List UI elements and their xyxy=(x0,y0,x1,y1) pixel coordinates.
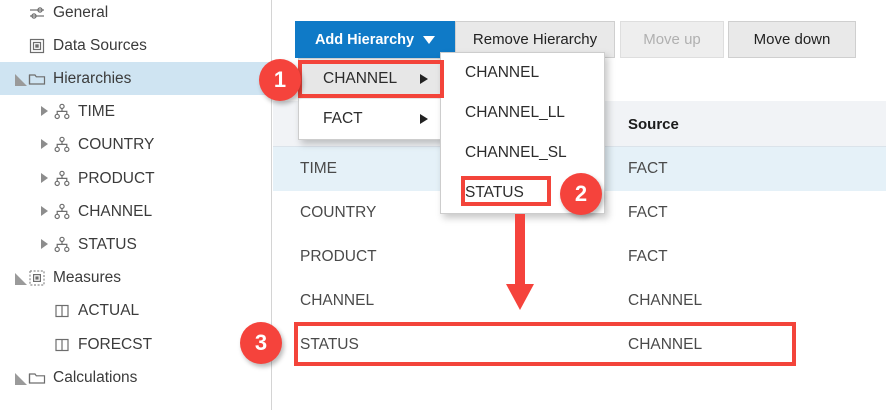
sidebar-item-label: STATUS xyxy=(78,235,137,253)
sidebar-item-general[interactable]: General xyxy=(0,0,271,29)
sidebar-item-label: ACTUAL xyxy=(78,302,140,320)
column-header-source[interactable]: Source xyxy=(628,115,679,133)
cell-name: CHANNEL xyxy=(300,292,375,309)
cell-name: STATUS xyxy=(300,336,359,353)
cell-source: CHANNEL xyxy=(628,292,703,309)
hierarchy-icon xyxy=(53,236,71,254)
expand-triangle-icon[interactable] xyxy=(39,172,53,186)
submenu-item-label: CHANNEL_LL xyxy=(465,104,565,121)
hierarchy-icon xyxy=(53,136,71,154)
sidebar-item-product[interactable]: PRODUCT xyxy=(0,162,271,195)
table-row[interactable]: CHANNEL CHANNEL xyxy=(273,279,886,323)
sidebar-item-status[interactable]: STATUS xyxy=(0,228,271,261)
table-row[interactable]: COUNTRY FACT xyxy=(273,191,886,235)
hierarchy-icon xyxy=(53,103,71,121)
cell-source: FACT xyxy=(628,160,668,177)
collapse-triangle-icon[interactable] xyxy=(14,72,28,86)
sidebar-item-country[interactable]: COUNTRY xyxy=(0,129,271,162)
sidebar-item-label: Measures xyxy=(53,269,122,287)
expander-spacer xyxy=(14,6,28,20)
menu-item-channel[interactable]: CHANNEL xyxy=(299,59,444,99)
submenu-item-status[interactable]: STATUS xyxy=(441,173,604,213)
submenu-arrow-icon xyxy=(420,114,428,124)
folder-icon xyxy=(28,369,46,387)
cell-source: FACT xyxy=(628,204,668,221)
sliders-icon xyxy=(28,4,46,22)
remove-hierarchy-label: Remove Hierarchy xyxy=(472,31,598,48)
sidebar-item-measures[interactable]: Measures xyxy=(0,262,271,295)
expander-spacer xyxy=(14,39,28,53)
submenu-item-channel_sl[interactable]: CHANNEL_SL xyxy=(441,133,604,173)
move-up-button[interactable]: Move up xyxy=(620,21,724,58)
sidebar-item-label: TIME xyxy=(78,103,116,121)
sidebar-item-label: Calculations xyxy=(53,368,138,386)
annotation-badge-3: 3 xyxy=(240,322,282,364)
collapse-triangle-icon[interactable] xyxy=(14,371,28,385)
cell-name: COUNTRY xyxy=(300,204,377,221)
expand-triangle-icon[interactable] xyxy=(39,238,53,252)
sidebar-item-hierarchies[interactable]: Hierarchies xyxy=(0,62,271,96)
move-up-label: Move up xyxy=(643,31,701,48)
sidebar-item-time[interactable]: TIME xyxy=(0,96,271,129)
datasource-icon xyxy=(28,37,46,55)
expand-triangle-icon[interactable] xyxy=(39,138,53,152)
sidebar-item-label: General xyxy=(53,3,109,21)
folder-icon xyxy=(28,70,46,88)
move-down-label: Move down xyxy=(753,31,831,48)
table-row[interactable]: PRODUCT FACT xyxy=(273,235,886,279)
cell-name: TIME xyxy=(300,160,338,177)
cell-source: CHANNEL xyxy=(628,336,703,353)
move-down-button[interactable]: Move down xyxy=(728,21,856,58)
cell-source: FACT xyxy=(628,248,668,265)
hierarchies-toolbar: Add Hierarchy Remove Hierarchy Move up M… xyxy=(273,0,886,58)
hierarchy-icon xyxy=(53,170,71,188)
menu-item-fact[interactable]: FACT xyxy=(299,99,444,139)
chevron-down-icon xyxy=(423,35,436,44)
annotation-badge-1: 1 xyxy=(259,59,301,101)
expander-spacer xyxy=(39,304,53,318)
sidebar-item-actual[interactable]: ACTUAL xyxy=(0,295,271,328)
menu-item-label: CHANNEL xyxy=(323,70,398,87)
add-hierarchy-button[interactable]: Add Hierarchy xyxy=(295,21,455,58)
submenu-item-label: CHANNEL xyxy=(465,64,540,81)
sidebar-item-channel[interactable]: CHANNEL xyxy=(0,195,271,228)
sidebar-item-calculations[interactable]: Calculations xyxy=(0,361,271,394)
sidebar-item-label: COUNTRY xyxy=(78,136,155,154)
sidebar-item-data-sources[interactable]: Data Sources xyxy=(0,29,271,62)
sidebar-item-forecst[interactable]: FORECST xyxy=(0,328,271,361)
expand-triangle-icon[interactable] xyxy=(39,205,53,219)
sidebar-item-label: Hierarchies xyxy=(53,69,132,87)
sidebar-item-label: PRODUCT xyxy=(78,169,155,187)
submenu-arrow-icon xyxy=(420,74,428,84)
submenu-item-label: CHANNEL_SL xyxy=(465,144,567,161)
sidebar-item-label: Data Sources xyxy=(53,36,147,54)
sidebar-item-label: FORECST xyxy=(78,335,153,353)
expander-spacer xyxy=(39,338,53,352)
measure-icon xyxy=(53,336,71,354)
hierarchy-icon xyxy=(53,203,71,221)
measure-icon xyxy=(53,302,71,320)
annotation-badge-2: 2 xyxy=(560,173,602,215)
collapse-triangle-icon[interactable] xyxy=(14,271,28,286)
table-row[interactable]: STATUS CHANNEL xyxy=(273,323,886,367)
cell-name: PRODUCT xyxy=(300,248,377,265)
remove-hierarchy-button[interactable]: Remove Hierarchy xyxy=(455,21,615,58)
sidebar-item-label: CHANNEL xyxy=(78,202,153,220)
add-hierarchy-label: Add Hierarchy xyxy=(314,31,415,48)
submenu-item-channel_ll[interactable]: CHANNEL_LL xyxy=(441,93,604,133)
menu-item-label: FACT xyxy=(323,110,363,127)
submenu-item-channel[interactable]: CHANNEL xyxy=(441,53,604,93)
add-hierarchy-menu[interactable]: CHANNEL FACT xyxy=(298,58,445,140)
submenu-item-label: STATUS xyxy=(465,184,524,201)
measures-icon xyxy=(28,269,46,287)
expand-triangle-icon[interactable] xyxy=(39,105,53,119)
